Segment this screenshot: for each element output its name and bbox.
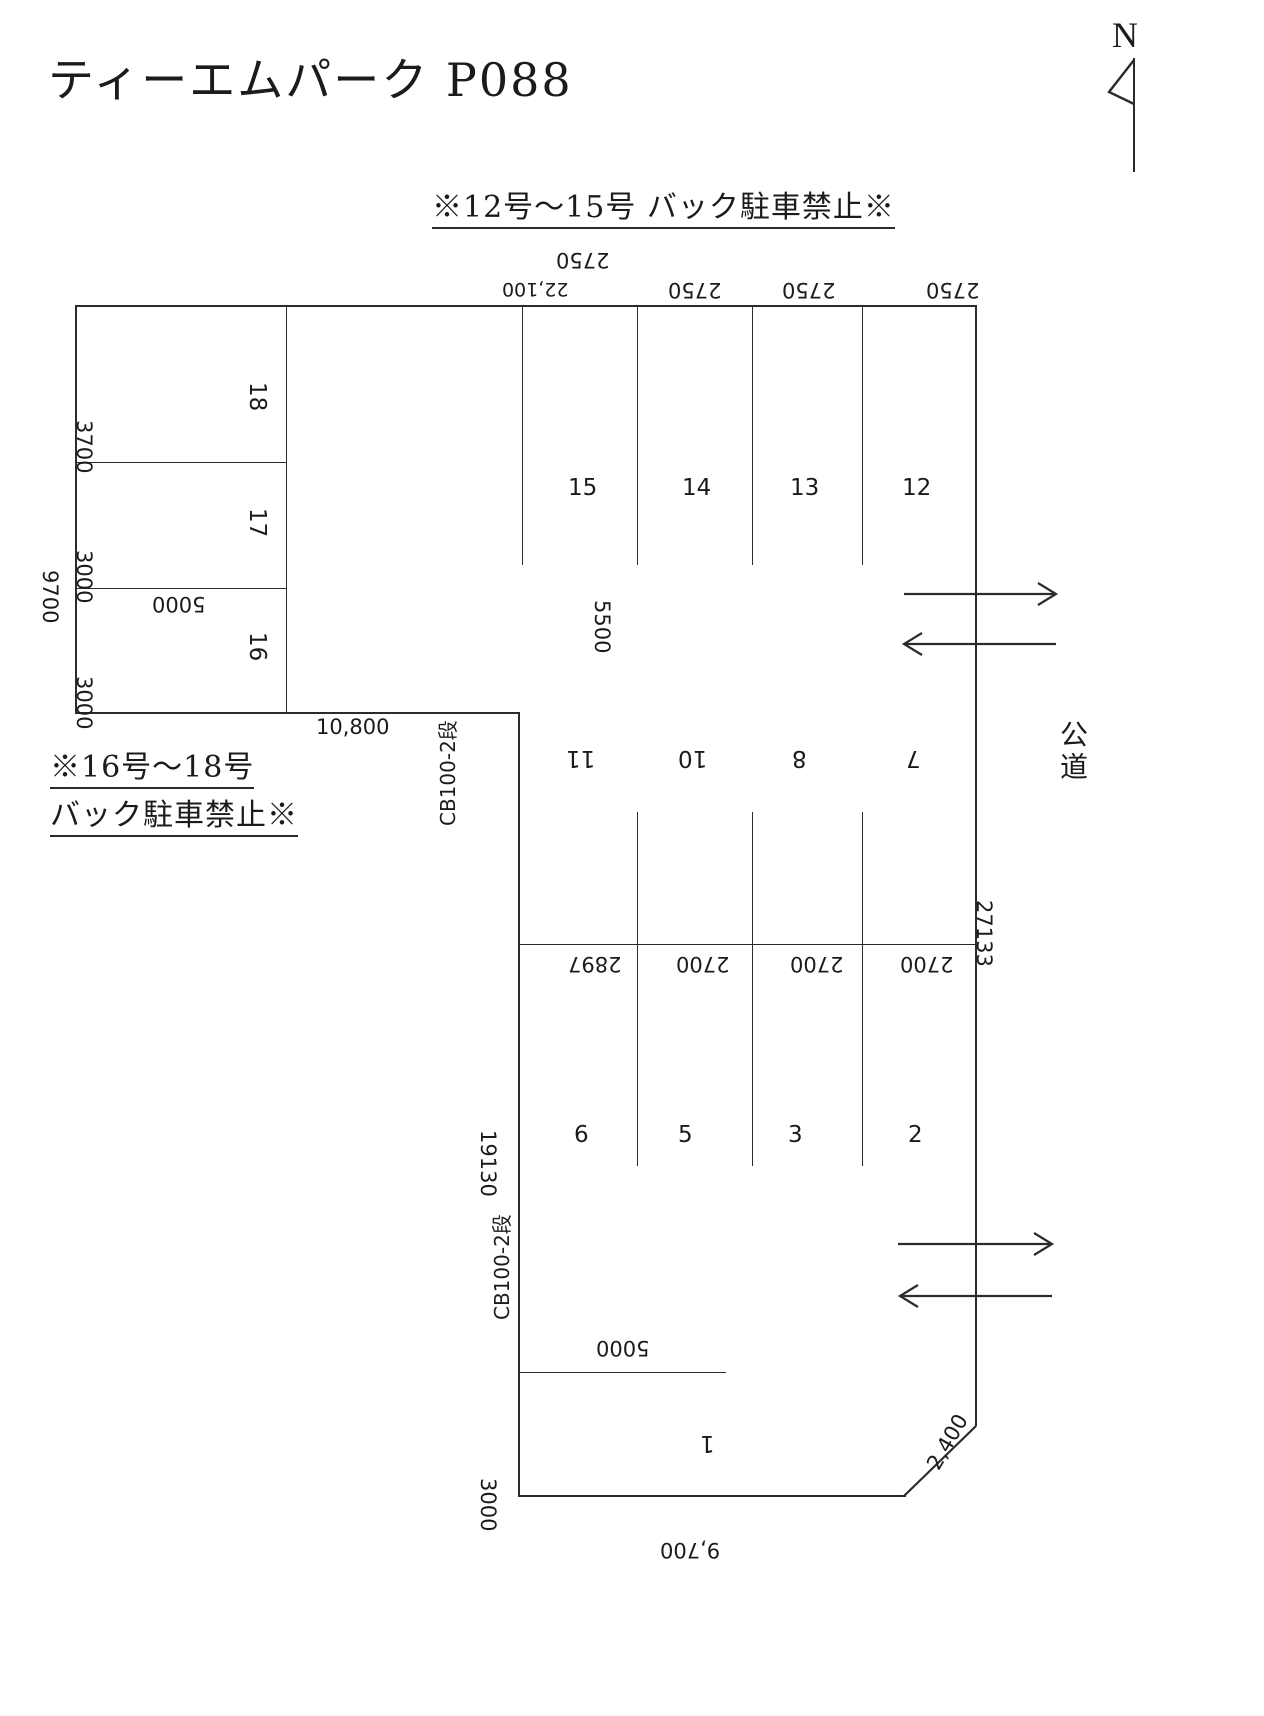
dim-aisle-5500: 5500 [590,600,614,654]
divider-13-12 [862,305,863,565]
stall-depth-line-upper-left [286,305,287,712]
dim-bottom-depth-5000: 5000 [596,1336,650,1360]
outline-lower-left-edge [518,712,520,1497]
notice-top: ※12号〜15号 バック駐車禁止※ [432,182,895,229]
stall-6: 6 [574,1122,589,1148]
stall-16-label: 16 [244,632,270,662]
divider-3-2 [862,944,863,1166]
outline-upper-bottom-edge [75,712,520,714]
dim-left-overall-9700: 9700 [38,570,62,624]
dim-lower-bay-2700-c: 2700 [900,952,954,976]
dim-top-overall-22100: 22,100 [502,278,569,300]
stall-15: 15 [568,475,598,501]
page-title: ティーエムパーク P088 [48,44,573,110]
stall-10: 10 [678,745,708,771]
stall-11: 11 [566,745,596,771]
north-arrow-icon [1107,59,1135,106]
access-arrows-upper [901,582,1059,656]
outline-right-edge [975,305,977,1426]
dim-row-3700: 3700 [72,420,96,474]
wall-label-lower: CB100-2段 [490,1214,514,1320]
divider-17-16 [75,588,286,589]
stall-8: 8 [792,745,807,771]
dim-top-bay-4: 2750 [926,278,980,302]
dim-lower-bay-2700-a: 2700 [676,952,730,976]
notice-left-line2: バック駐車禁止※ [50,790,298,837]
stall-13: 13 [790,475,820,501]
dim-bottom-width-10800: 10,800 [316,715,390,739]
stall-18-label: 18 [244,382,270,412]
outline-bottom-edge [518,1495,906,1497]
north-label: N [1112,15,1138,55]
dim-lower-bay-2700-b: 2700 [790,952,844,976]
dim-top-bay-3: 2750 [782,278,836,302]
outline-corner-chamfer [903,1425,977,1497]
divider-14-13 [752,305,753,565]
dim-bottom-width-9700: 9,700 [660,1538,721,1562]
divider-bottom-row [518,1372,726,1373]
notice-left-line1: ※16号〜18号 [50,742,255,789]
dim-bottom-row-3000: 3000 [476,1478,500,1532]
divider-8-7 [862,812,863,945]
divider-middle-lower [518,944,975,945]
outline-top-edge [75,305,975,307]
divider-5-3 [752,944,753,1166]
divider-aisle-15 [522,305,523,565]
divider-18-17 [75,462,286,463]
stall-3: 3 [788,1122,803,1148]
stall-18: 18 [244,382,299,411]
stall-5: 5 [678,1122,693,1148]
dim-top-bay-2: 2750 [668,278,722,302]
divider-6-5 [637,944,638,1166]
wall-label-upper: CB100-2段 [436,720,460,826]
dim-lower-left-19130: 19130 [476,1130,500,1197]
stall-12: 12 [902,475,932,501]
dim-lower-bay-2897: 2897 [568,952,622,976]
dim-right-overall-27133: 27133 [972,900,996,967]
dim-corner-2400: 2,400 [922,1409,973,1474]
divider-10-8 [752,812,753,945]
page-title-text: ティーエムパーク P088 [48,53,573,107]
access-arrows-lower [897,1232,1055,1308]
dim-row-3000-b: 3000 [72,676,96,730]
stall-16: 16 [244,632,299,661]
stall-7: 7 [906,745,921,771]
north-arrow-shaft [1133,58,1135,172]
stall-17-label: 17 [244,508,270,538]
dim-top-bay-1: 2750 [556,248,610,272]
dim-depth-5000-upper: 5000 [152,592,206,616]
divider-15-14 [637,305,638,565]
outline-upper-left-edge [75,305,77,714]
stall-14: 14 [682,475,712,501]
stall-2: 2 [908,1122,923,1148]
public-road-label: 公道 [1056,720,1089,784]
stall-1: 1 [700,1430,715,1456]
stall-17: 17 [244,508,299,537]
divider-11-10 [637,812,638,945]
